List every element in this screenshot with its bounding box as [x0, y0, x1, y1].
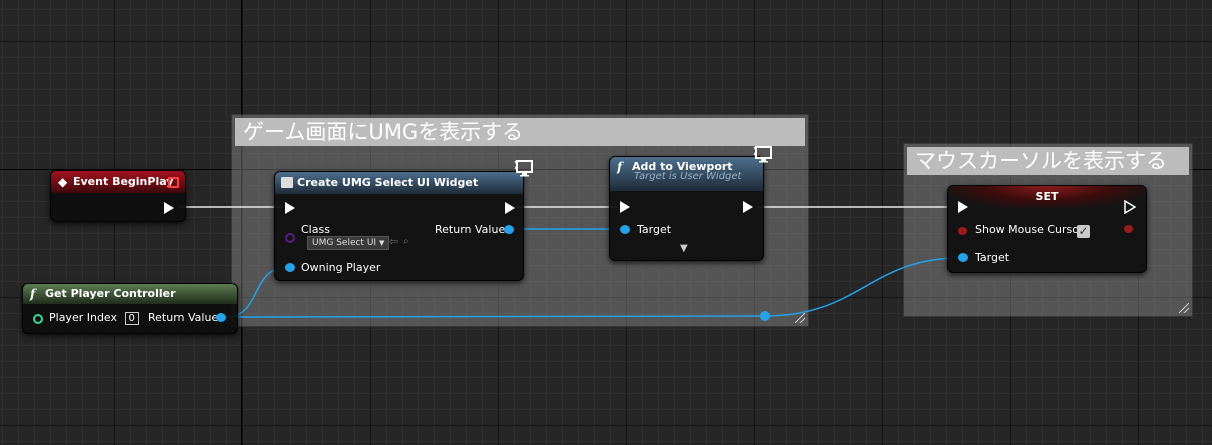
target-pin[interactable]: [958, 253, 968, 262]
target-label: Target: [975, 251, 1010, 264]
add-to-viewport-subtitle: Target is User Widget: [634, 171, 742, 182]
comment-resize-handle[interactable]: [795, 313, 805, 323]
chevron-down-icon: ▼: [378, 239, 385, 247]
owning-player-label: Owning Player: [301, 261, 381, 274]
monitor-icon: [753, 145, 773, 163]
owning-player-pin[interactable]: [285, 263, 295, 272]
function-icon: f: [30, 287, 36, 301]
return-value-pin[interactable]: [504, 225, 514, 234]
exec-in-pin[interactable]: [285, 202, 295, 214]
player-index-label: Player Index: [49, 311, 118, 324]
comment-resize-handle[interactable]: [1179, 303, 1189, 313]
checkmark-icon: ✓: [1078, 224, 1089, 238]
class-pin[interactable]: [285, 233, 295, 243]
create-widget-title: Create UMG Select UI Widget: [297, 176, 479, 189]
exec-in-pin[interactable]: [620, 201, 630, 213]
show-mouse-cursor-in-pin[interactable]: [958, 227, 967, 235]
event-begin-play-header[interactable]: ◆ Event BeginPlay: [51, 171, 185, 193]
target-pin[interactable]: [620, 225, 630, 234]
player-index-row: Player Index 0: [49, 312, 139, 325]
create-widget-node[interactable]: Create UMG Select UI Widget Class UMG Se…: [274, 171, 524, 281]
exec-out-pin[interactable]: [505, 202, 515, 214]
event-icon: ◆: [58, 175, 68, 189]
browse-arrow-icon[interactable]: ⇦: [389, 235, 399, 248]
search-icon[interactable]: ⌕: [403, 236, 409, 247]
return-value-label: Return Value: [435, 223, 506, 236]
player-index-input[interactable]: 0: [124, 312, 139, 325]
monitor-icon: [514, 159, 534, 177]
advanced-expand-arrow[interactable]: ▼: [680, 243, 688, 254]
exec-out-pin[interactable]: [1124, 200, 1136, 214]
create-widget-header[interactable]: Create UMG Select UI Widget: [275, 172, 523, 194]
show-mouse-cursor-label: Show Mouse Cursor: [975, 223, 1084, 236]
comment-title-cursor[interactable]: マウスカーソルを表示する: [907, 147, 1189, 175]
add-to-viewport-node[interactable]: f Add to Viewport Target is User Widget …: [609, 156, 764, 261]
add-to-viewport-title: Add to Viewport: [632, 160, 733, 173]
event-delegate-pin[interactable]: [168, 177, 179, 188]
exec-in-pin[interactable]: [958, 201, 968, 213]
class-select-value: UMG Select UI: [312, 238, 377, 248]
get-player-controller-node[interactable]: f Get Player Controller Player Index 0 R…: [22, 283, 238, 334]
show-mouse-cursor-checkbox[interactable]: ✓: [1077, 225, 1090, 238]
comment-title-umg[interactable]: ゲーム画面にUMGを表示する: [235, 118, 805, 146]
return-value-label: Return Value: [148, 311, 219, 324]
class-select[interactable]: UMG Select UI ▼: [307, 236, 390, 250]
exec-out-pin[interactable]: [743, 201, 753, 213]
set-node-header[interactable]: SET: [948, 186, 1146, 208]
graph-origin-line-horizontal: [0, 169, 1212, 170]
widget-icon: [281, 177, 293, 188]
event-begin-play-title: Event BeginPlay: [73, 175, 174, 188]
set-node[interactable]: SET Show Mouse Cursor ✓ Target: [947, 185, 1147, 273]
get-player-controller-header[interactable]: f Get Player Controller: [23, 284, 237, 304]
exec-out-pin[interactable]: [164, 202, 174, 214]
function-icon: f: [617, 160, 623, 174]
class-label: Class: [301, 223, 330, 236]
add-to-viewport-header[interactable]: f Add to Viewport Target is User Widget: [610, 157, 763, 191]
get-player-controller-title: Get Player Controller: [45, 287, 176, 300]
target-label: Target: [637, 223, 672, 236]
return-value-pin[interactable]: [216, 313, 226, 322]
graph-origin-line-vertical: [241, 0, 242, 445]
player-index-pin[interactable]: [33, 314, 43, 324]
event-begin-play-node[interactable]: ◆ Event BeginPlay: [50, 170, 186, 222]
show-mouse-cursor-out-pin[interactable]: [1124, 225, 1133, 233]
